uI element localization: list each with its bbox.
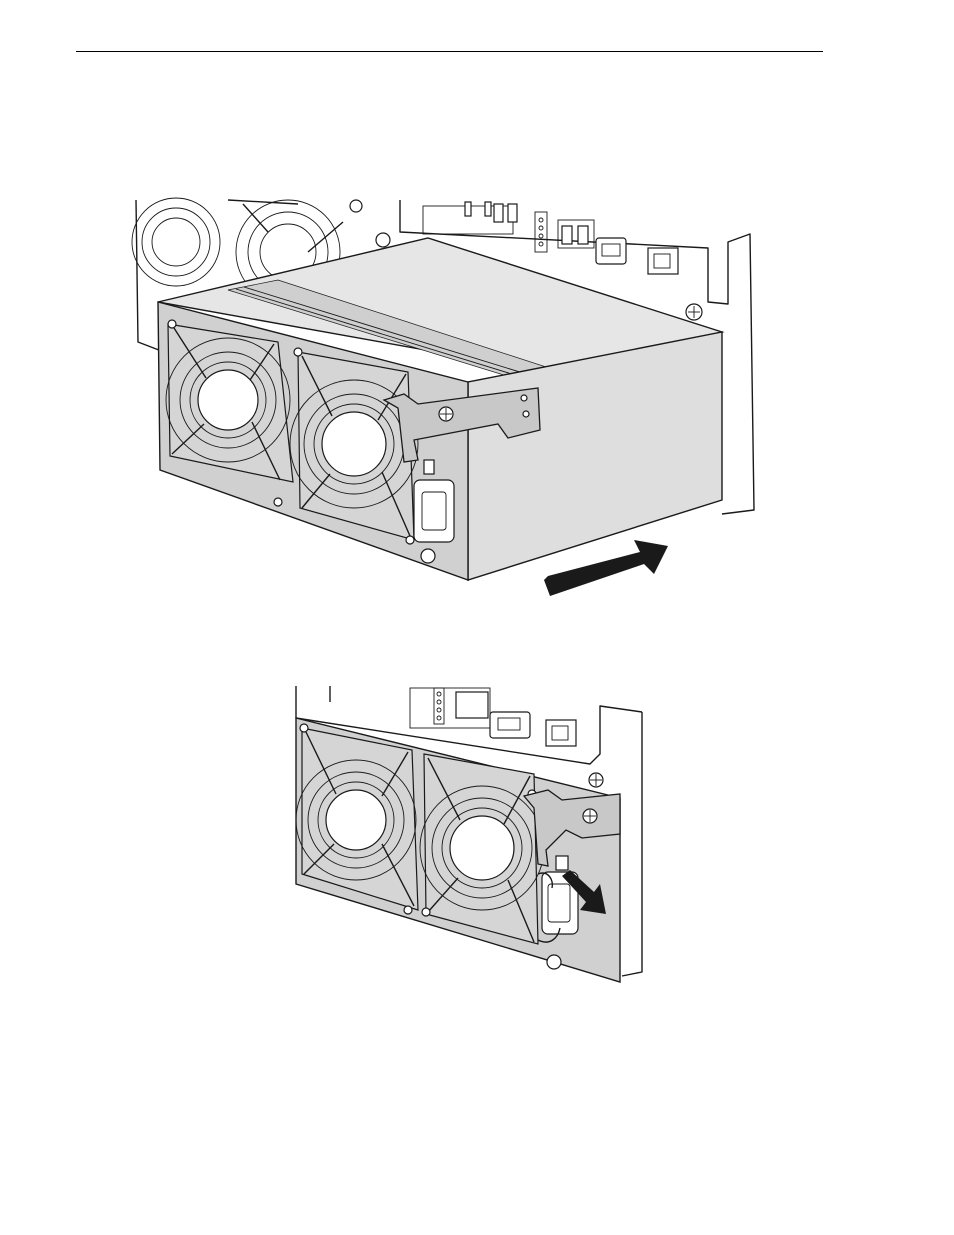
- psu-connection-illustration: [290, 684, 646, 986]
- power-supply-unit: [158, 238, 722, 580]
- psu-fan-right: [420, 754, 544, 944]
- figure-psu-power-connection: [290, 684, 646, 986]
- power-supply-unit-installed: [296, 718, 620, 982]
- figure-psu-insertion: [128, 192, 760, 604]
- psu-insertion-illustration: [128, 192, 760, 604]
- header-rule: [76, 51, 823, 52]
